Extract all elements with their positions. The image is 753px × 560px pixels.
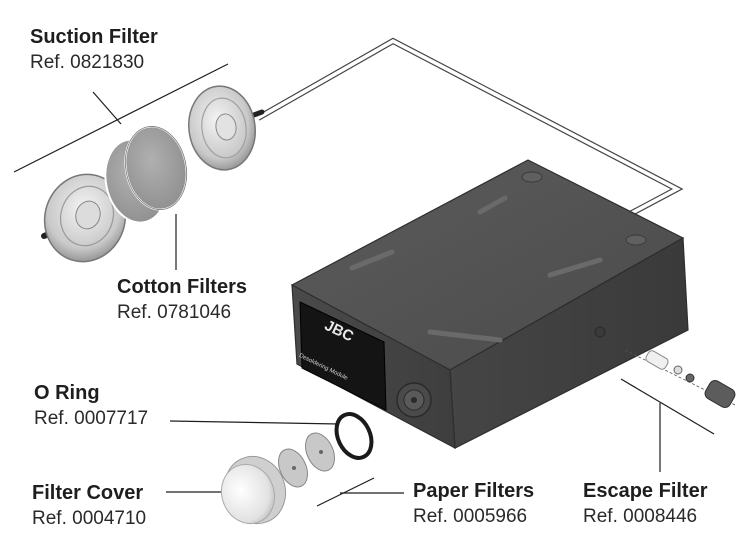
o-ring-label: O Ring Ref. 0007717 [34, 383, 148, 428]
leader-suction-tick [92, 91, 122, 125]
suction-filter-label: Suction Filter Ref. 0821830 [30, 27, 158, 72]
front-panel [299, 301, 387, 411]
filter-cover-label: Filter Cover Ref. 0004710 [32, 483, 146, 528]
cotton-filters [104, 125, 188, 224]
leader-o-ring [169, 420, 340, 425]
suction-filter-left-housing [41, 173, 127, 263]
hose-tube [256, 37, 684, 217]
cotton-filters-name: Cotton Filters [117, 276, 247, 298]
o-ring-name: O Ring [34, 382, 100, 404]
leader-suction-filter [13, 63, 229, 173]
paper-filters-ref: Ref. 0005966 [413, 506, 528, 527]
filter-cover [221, 455, 286, 525]
escape-filter-parts [624, 349, 736, 408]
suction-filter-name: Suction Filter [30, 26, 158, 48]
filter-cover-name: Filter Cover [32, 482, 144, 504]
paper-filters-label: Paper Filters Ref. 0005966 [413, 481, 534, 526]
o-ring-ref: Ref. 0007717 [34, 408, 149, 429]
escape-filter-name: Escape Filter [583, 480, 708, 502]
leader-paper-tick [316, 477, 375, 507]
cotton-filters-ref: Ref. 0781046 [117, 302, 232, 323]
escape-filter-ref: Ref. 0008446 [583, 506, 698, 527]
paper-filters-name: Paper Filters [413, 480, 535, 502]
cotton-filters-label: Cotton Filters Ref. 0781046 [117, 277, 247, 322]
suction-filter-right-housing [188, 85, 265, 171]
filter-cover-ref: Ref. 0004710 [32, 508, 147, 529]
o-ring [334, 412, 374, 460]
suction-filter-ref: Ref. 0821830 [30, 52, 145, 73]
desoldering-module: JBC Desoldering Module [290, 159, 689, 450]
escape-filter-label: Escape Filter Ref. 0008446 [583, 481, 708, 526]
paper-filters [277, 432, 336, 488]
leader-escape-filter [620, 378, 715, 435]
